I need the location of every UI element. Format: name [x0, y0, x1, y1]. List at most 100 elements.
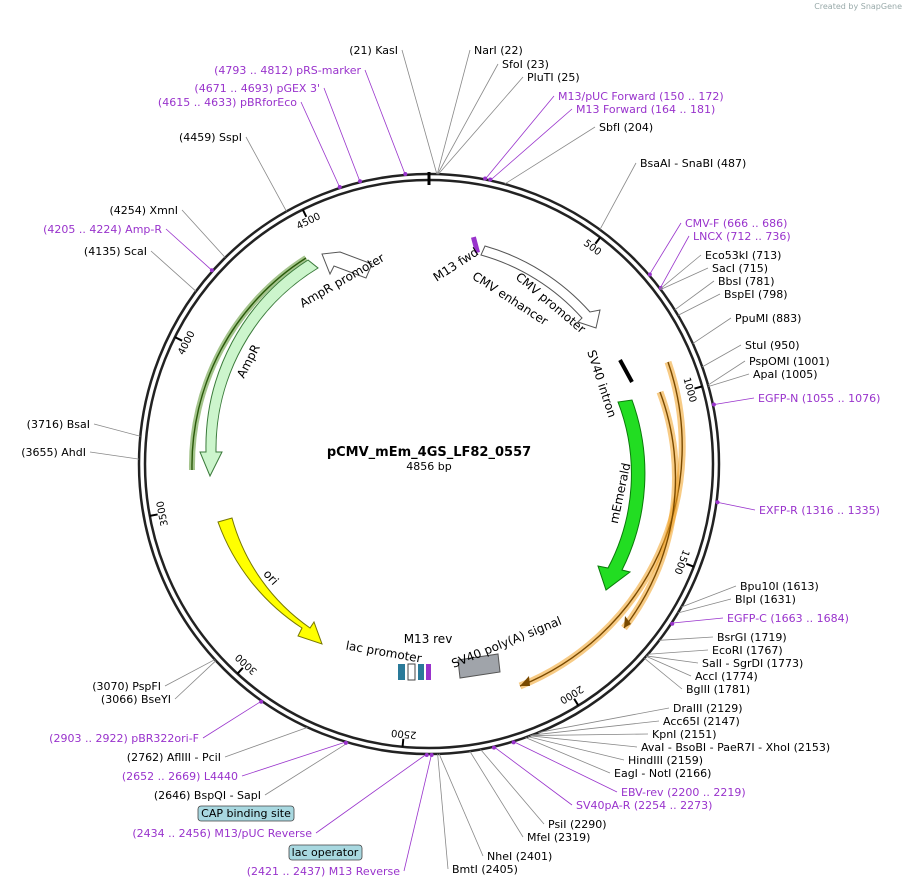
leader-line	[323, 87, 361, 183]
feature-label: M13 rev	[404, 632, 453, 646]
orf-arc-outer	[518, 360, 686, 690]
leader-line	[93, 423, 141, 437]
primer-label: EBV-rev (2200 .. 2219)	[621, 786, 746, 799]
feature-memerald-arrow	[597, 399, 646, 591]
leader-line	[712, 397, 755, 406]
enzyme-label: PspOMI (1001)	[749, 355, 830, 368]
enzyme-label: (4254) XmnI	[109, 204, 178, 217]
enzyme-label: EagI - NotI (2166)	[614, 767, 711, 780]
enzyme-label: PsiI (2290)	[548, 818, 607, 831]
leader-line	[364, 69, 406, 176]
primer-label: M13/pUC Forward (150 .. 172)	[558, 90, 724, 103]
leader-line	[538, 707, 670, 733]
primer-site-mark	[491, 745, 496, 750]
feature-ori-arrow	[217, 517, 323, 645]
enzyme-label: NarI (22)	[474, 44, 523, 57]
enzyme-label: KpnI (2151)	[652, 728, 717, 741]
feature-cap-mark	[398, 664, 405, 680]
primer-label: EXFP-R (1316 .. 1335)	[759, 504, 880, 517]
leader-line	[480, 749, 545, 825]
enzyme-label: EcoRI (1767)	[712, 644, 783, 657]
leader-line	[646, 655, 699, 664]
primer-site-mark	[358, 179, 363, 184]
enzyme-label: BmtI (2405)	[452, 863, 518, 876]
enzyme-label: Bpu10I (1613)	[740, 580, 819, 593]
enzyme-label: SalI - SgrDI (1773)	[702, 657, 803, 670]
tick-label: 4500	[295, 211, 323, 232]
leader-line	[532, 720, 660, 736]
leader-line	[674, 280, 715, 311]
primer-site-mark	[424, 752, 429, 757]
feature-ampr-promoter-arrow	[321, 251, 373, 279]
enzyme-label: DraIII (2129)	[673, 702, 743, 715]
leader-line	[469, 750, 524, 838]
tick-label: 1500	[671, 548, 690, 576]
leader-line	[504, 126, 596, 185]
primer-label: (2434 .. 2456) M13/pUC Reverse	[132, 827, 312, 840]
feature-label: lac operator	[292, 846, 359, 859]
leader-line	[300, 101, 341, 189]
enzyme-label: Eco53kI (713)	[705, 249, 781, 262]
orf-arc-outer-line	[519, 361, 683, 687]
leader-line	[224, 726, 308, 758]
primer-label: M13 Forward (164 .. 181)	[576, 103, 715, 116]
enzyme-label: (3655) AhdI	[21, 446, 86, 459]
tick-mark	[236, 667, 244, 675]
leader-line	[493, 746, 573, 806]
primer-site-mark	[670, 621, 675, 626]
leader-line	[174, 660, 217, 700]
tick-label: 2500	[391, 727, 417, 740]
orf-arc-inner-line	[623, 391, 677, 629]
leader-line	[150, 250, 197, 292]
enzyme-label: (3070) PspFI	[92, 680, 161, 693]
primer-label: (4205 .. 4224) Amp-R	[43, 223, 162, 236]
leader-line	[644, 657, 683, 690]
lac-operator-box	[288, 844, 363, 861]
leader-line	[401, 49, 438, 175]
primer-label: EGFP-C (1663 .. 1684)	[727, 612, 849, 625]
leader-line	[241, 741, 347, 777]
tick-mark	[694, 385, 703, 390]
leader-line	[660, 267, 709, 290]
tick-label: 3500	[155, 500, 170, 527]
leader-line	[513, 741, 618, 793]
feature-m13fwd-mark	[470, 236, 480, 254]
enzyme-label: BsrGI (1719)	[717, 631, 787, 644]
leader-line	[438, 753, 484, 857]
enzyme-label: StuI (950)	[745, 339, 800, 352]
leader-line	[437, 63, 499, 175]
leader-line	[681, 585, 737, 608]
plasmid-name: pCMV_mEm_4GS_LF82_0557	[327, 445, 531, 460]
tick-label: 500	[581, 238, 603, 258]
primer-label: LNCX (712 .. 736)	[693, 230, 791, 243]
leader-line	[403, 753, 433, 872]
feature-m13rev-mark	[426, 664, 431, 680]
primer-site-mark	[209, 268, 214, 273]
enzyme-label: ApaI (1005)	[753, 368, 818, 381]
enzyme-label: (4135) ScaI	[84, 245, 147, 258]
primer-label: (4793 .. 4812) pRS-marker	[214, 64, 361, 77]
primer-label: (2421 .. 2437) M13 Reverse	[247, 865, 400, 878]
enzyme-label: NheI (2401)	[487, 850, 552, 863]
orf-arrowhead-outer	[520, 676, 530, 686]
enzyme-label: (2762) AflIII - PciI	[127, 751, 221, 764]
leader-line	[489, 108, 573, 181]
primer-site-mark	[488, 177, 493, 182]
leader-line	[437, 753, 449, 870]
leader-line	[436, 49, 471, 175]
leader-line	[671, 617, 724, 624]
leader-line	[692, 317, 732, 344]
tick-mark	[594, 236, 601, 245]
leader-line	[677, 598, 732, 614]
enzyme-label: HindIII (2159)	[628, 754, 703, 767]
leader-line	[89, 451, 140, 460]
plasmid-length: 4856 bp	[406, 460, 451, 473]
leader-line	[677, 293, 721, 316]
enzyme-label: PluTI (25)	[527, 71, 580, 84]
primer-site-mark	[715, 500, 720, 505]
tick-label: 1000	[680, 376, 698, 403]
enzyme-label: BsaAI - SnaBI (487)	[640, 157, 746, 170]
enzyme-label: MfeI (2319)	[527, 831, 590, 844]
primer-site-mark	[343, 740, 348, 745]
